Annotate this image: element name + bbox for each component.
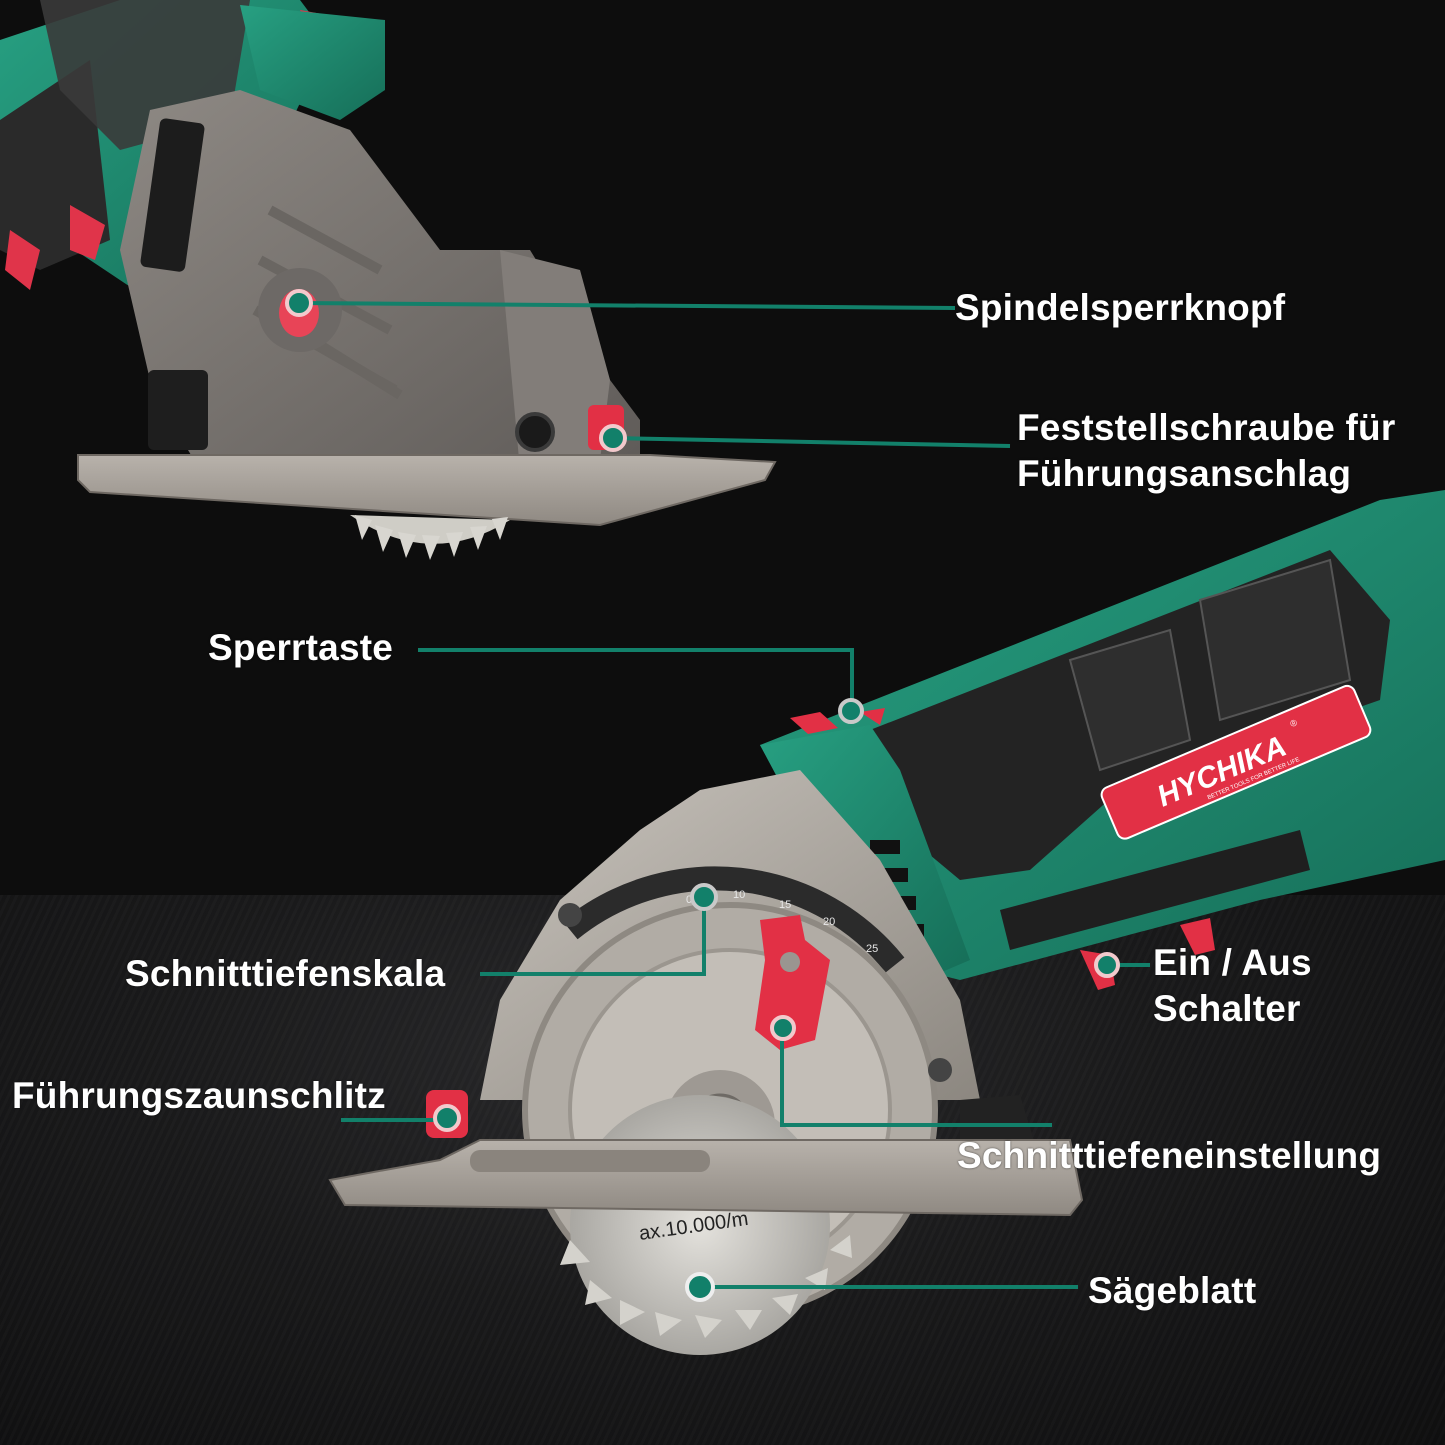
- callout-text: Schalter: [1153, 988, 1301, 1029]
- callout-text: Sägeblatt: [1088, 1270, 1257, 1311]
- callout-text: Schnitttiefeneinstellung: [957, 1135, 1382, 1176]
- marker-saw-blade: [685, 1272, 715, 1302]
- marker-lock-button: [838, 698, 864, 724]
- callout-depth-adjust: Schnitttiefeneinstellung: [957, 1133, 1381, 1179]
- callout-text: Führungsanschlag: [1017, 453, 1352, 494]
- callout-text: Feststellschraube für: [1017, 407, 1396, 448]
- marker-spindle-lock: [285, 289, 313, 317]
- callout-depth-scale: Schnitttiefenskala: [125, 951, 445, 997]
- callout-guide-fence-screw: Feststellschraube für Führungsanschlag: [1017, 405, 1395, 497]
- svg-text:25: 25: [866, 943, 878, 955]
- callout-text: Schnitttiefenskala: [125, 953, 446, 994]
- callout-spindle-lock: Spindelsperrknopf: [955, 285, 1285, 331]
- callout-saw-blade: Sägeblatt: [1088, 1268, 1256, 1314]
- callout-text: Spindelsperrknopf: [955, 287, 1286, 328]
- marker-depth-scale: [690, 883, 718, 911]
- callout-text: Ein / Aus: [1153, 942, 1312, 983]
- callout-lock-button: Sperrtaste: [208, 625, 393, 671]
- top-saw: [0, 0, 777, 560]
- callout-text: Führungszaunschlitz: [12, 1075, 386, 1116]
- callout-fence-slot: Führungszaunschlitz: [12, 1073, 386, 1119]
- svg-text:0: 0: [686, 894, 692, 906]
- marker-fence-screw: [599, 424, 627, 452]
- callout-on-off-switch: Ein / Aus Schalter: [1153, 940, 1312, 1032]
- svg-text:®: ®: [1289, 717, 1299, 729]
- callout-markers: [285, 289, 1120, 1302]
- marker-depth-adjust: [770, 1015, 796, 1041]
- leader-lines: [299, 301, 1150, 1289]
- callout-text: Sperrtaste: [208, 627, 394, 668]
- bottom-saw: ax.10.000/m 0 10 15 20 25: [328, 490, 1445, 1355]
- svg-text:15: 15: [779, 899, 791, 911]
- marker-on-off: [1094, 952, 1120, 978]
- marker-fence-slot: [433, 1104, 461, 1132]
- svg-text:20: 20: [823, 916, 835, 928]
- svg-text:10: 10: [733, 889, 745, 901]
